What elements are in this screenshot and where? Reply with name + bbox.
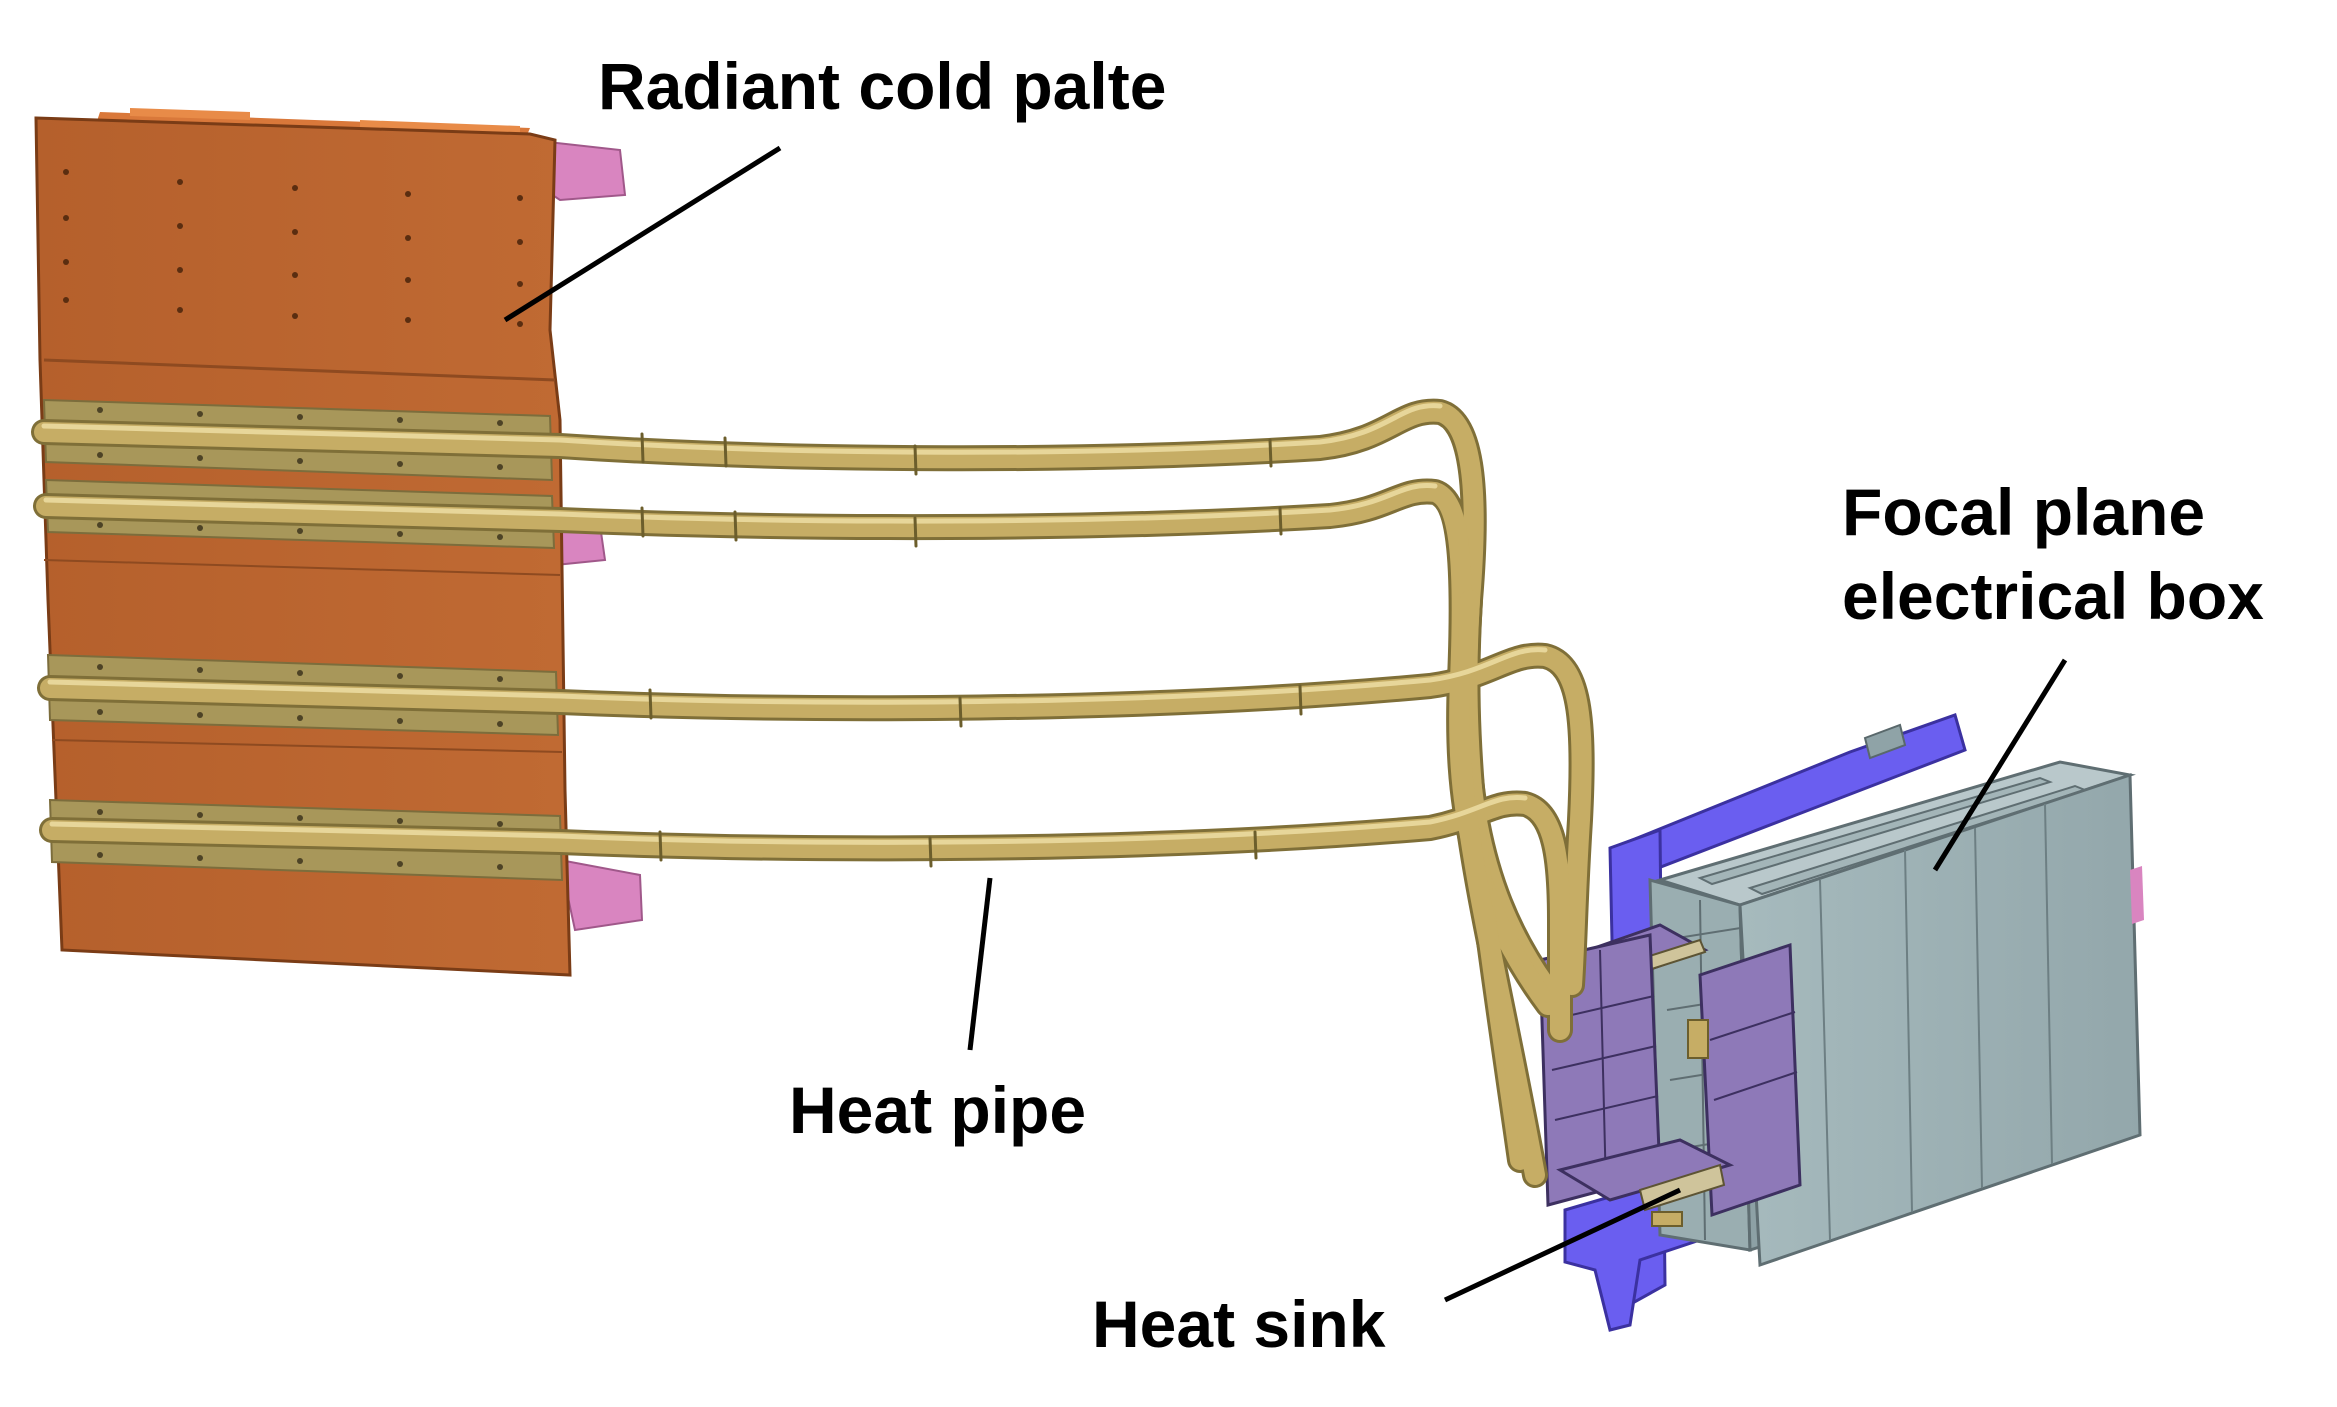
radiant-cold-plate [34,108,644,977]
label-box-line-1: Focal plane [1842,475,2206,549]
label-radiant-cold-plate: Radiant cold palte [598,49,1167,123]
bracket-bottom [558,858,644,932]
leader-cold-plate [503,145,782,323]
label-focal-plane-electrical-box: Focal plane electrical box [1842,470,2264,638]
cold-plate-panel [34,116,572,977]
heat-sink-right-panel [1698,942,1802,1218]
focal-plane-electrical-box [1563,713,2144,1332]
label-box-line-2: electrical box [1842,559,2264,633]
heat-pipe-3 [40,645,1592,995]
heat-sink-bottom [1556,1138,1735,1202]
leader-lines [503,145,2068,1303]
leader-box [1932,658,2068,872]
label-heat-pipe: Heat pipe [789,1073,1087,1147]
leader-heat-pipe [967,877,993,1051]
heat-pipes [31,398,1595,1188]
heat-sink-assembly [1538,923,1802,1227]
leader-heat-sink [1443,1187,1682,1303]
label-heat-sink: Heat sink [1092,1287,1386,1361]
